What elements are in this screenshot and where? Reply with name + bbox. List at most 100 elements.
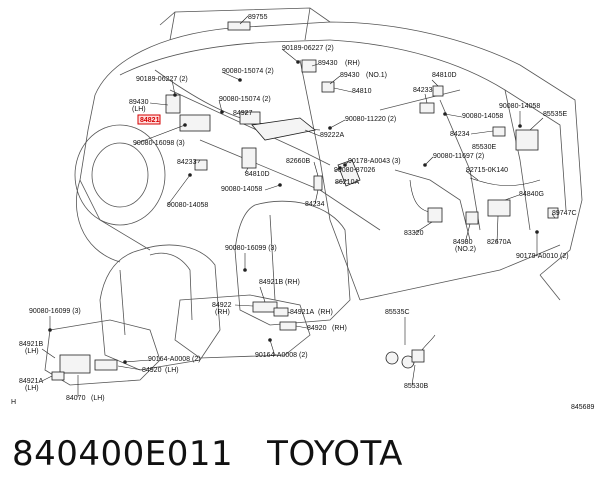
part-label-l45: 84921B: [19, 341, 43, 348]
part-label-l2: 90189-06227 (2): [282, 45, 334, 52]
part-label-l46: 90164-A0008 (2): [148, 356, 201, 363]
part-84810d: [241, 147, 257, 169]
part-84927: [239, 111, 261, 125]
part-label-l3b: (RH): [345, 60, 360, 67]
part-89747c: [547, 207, 559, 219]
part-label-l44: 84920: [307, 325, 327, 332]
part-label-l3: 89430: [318, 60, 338, 67]
part-label-l34: 83320: [404, 230, 424, 237]
part-89430-lh: [165, 94, 181, 114]
part-label-l45b: (LH): [25, 348, 39, 355]
part-label-l8: 84927: [233, 110, 253, 117]
part-label-l49b: (LH): [25, 385, 39, 392]
part-label-l28: 86210A: [335, 179, 359, 186]
part-label-l31: 90080-14058: [167, 202, 208, 209]
part-85535c-a: [385, 351, 399, 365]
part-89222a: [251, 117, 316, 141]
part-label-l39: 84921B: [259, 279, 283, 286]
part-89430-rh: [301, 59, 317, 73]
part-82715: [469, 177, 541, 186]
highlight-text: 84821: [140, 117, 160, 124]
seat-rh: [174, 200, 351, 359]
part-label-l27: 82715-0K140: [466, 167, 508, 174]
part-label-l1: 89755: [248, 14, 268, 21]
part-labels: 89755 90189-06227 (2) 89430 (RH) 90080-15074…: [11, 14, 594, 411]
part-label-l35: 84930: [453, 239, 473, 246]
part-label-l39b: (RH): [285, 279, 300, 286]
part-label-l41: 84922: [212, 302, 232, 309]
part-label-l38: 90179-A0010 (2): [516, 253, 569, 260]
part-86210a: [337, 159, 361, 187]
part-label-l12: 84233: [413, 87, 433, 94]
part-84070: [59, 354, 91, 374]
part-label-l9: 89430: [340, 72, 360, 79]
fasteners: [48, 60, 539, 364]
part-84234-r: [492, 126, 506, 137]
part-label-l40: 90080-16099 (3): [29, 308, 81, 315]
part-label-l48b: (LH): [165, 367, 179, 374]
part-label-l49: 84921A: [19, 378, 43, 385]
part-82670a: [487, 199, 511, 217]
part-label-l15: 90080-11220 (2): [345, 116, 396, 123]
brand-name: TOYOTA: [267, 434, 403, 474]
part-label-l33: 89747C: [552, 210, 577, 217]
part-label-l23: 90080-11697 (2): [433, 153, 484, 160]
part-label-l22: 90178-A0043 (3): [348, 158, 401, 165]
part-label-l24: 84233: [177, 159, 197, 166]
part-label-l20: 90080-16098 (3): [133, 140, 185, 147]
part-label-l18: 84234: [450, 131, 470, 138]
part-85535e: [515, 129, 539, 151]
caption: 840400E011 TOYOTA: [12, 434, 403, 474]
part-label-l29: 90080-14058: [221, 186, 262, 193]
part-label-l17: 90080-14058: [462, 113, 503, 120]
part-label-l5: 90189-06227 (2): [136, 76, 188, 83]
part-label-l50b: (LH): [91, 395, 105, 402]
part-label-l42b: (RH): [318, 309, 333, 316]
part-label-l53: 845689: [571, 404, 594, 411]
part-84922: [252, 301, 278, 313]
part-84233-r: [419, 102, 435, 114]
part-83320-wire: [409, 179, 431, 213]
part-label-l51: 85530B: [404, 383, 428, 390]
part-label-l41b: (RH): [215, 309, 230, 316]
part-label-l9b: (NO.1): [366, 72, 387, 79]
part-label-l4: 90080-15074 (2): [222, 68, 274, 75]
leader-lines: [41, 15, 556, 397]
part-label-l43: 85535C: [385, 309, 410, 316]
part-84921a-rh: [273, 307, 289, 317]
part-label-l47: 90164-A0008 (2): [255, 352, 308, 359]
part-84234: [313, 175, 323, 191]
highlighted-part-label[interactable]: 84821: [137, 114, 161, 125]
part-label-l26: 90080-87026: [334, 167, 375, 174]
part-84920-lh: [94, 359, 118, 371]
part-label-l25: 84810D: [245, 171, 270, 178]
part-number: 840400E011: [12, 434, 234, 474]
part-label-l35b: (NO.2): [455, 246, 476, 253]
part-label-l11: 84810D: [432, 72, 457, 79]
part-89430-no1: [321, 81, 335, 93]
part-label-l6b: (LH): [132, 106, 146, 113]
part-label-l36: 82670A: [487, 239, 511, 246]
part-label-l37: 90080-16099 (3): [225, 245, 277, 252]
part-label-l16: 89222A: [320, 132, 344, 139]
part-label-l44b: (RH): [332, 325, 347, 332]
part-84821: [179, 114, 211, 132]
part-label-l21: 82660B: [286, 158, 310, 165]
part-89755: [227, 21, 251, 31]
part-84810d-r: [432, 85, 444, 97]
part-84233: [194, 159, 208, 171]
part-label-l50: 84070: [66, 395, 86, 402]
part-label-l13: 90080-14058: [499, 103, 540, 110]
part-label-l14: 85535E: [543, 111, 567, 118]
part-label-l42: 84921A: [290, 309, 314, 316]
part-label-l48: 84920: [142, 367, 162, 374]
part-label-l32: 84234: [305, 201, 325, 208]
parts: [51, 21, 559, 381]
part-84921a-lh: [51, 371, 65, 381]
part-label-l52: H: [11, 399, 16, 406]
part-84930-no2: [465, 211, 479, 225]
part-label-l19: 85530E: [472, 144, 496, 151]
seat-lh: [44, 244, 221, 386]
part-label-l6: 89430: [129, 99, 149, 106]
parts-diagram: 89755 90189-06227 (2) 89430 (RH) 90080-15074…: [11, 7, 594, 411]
